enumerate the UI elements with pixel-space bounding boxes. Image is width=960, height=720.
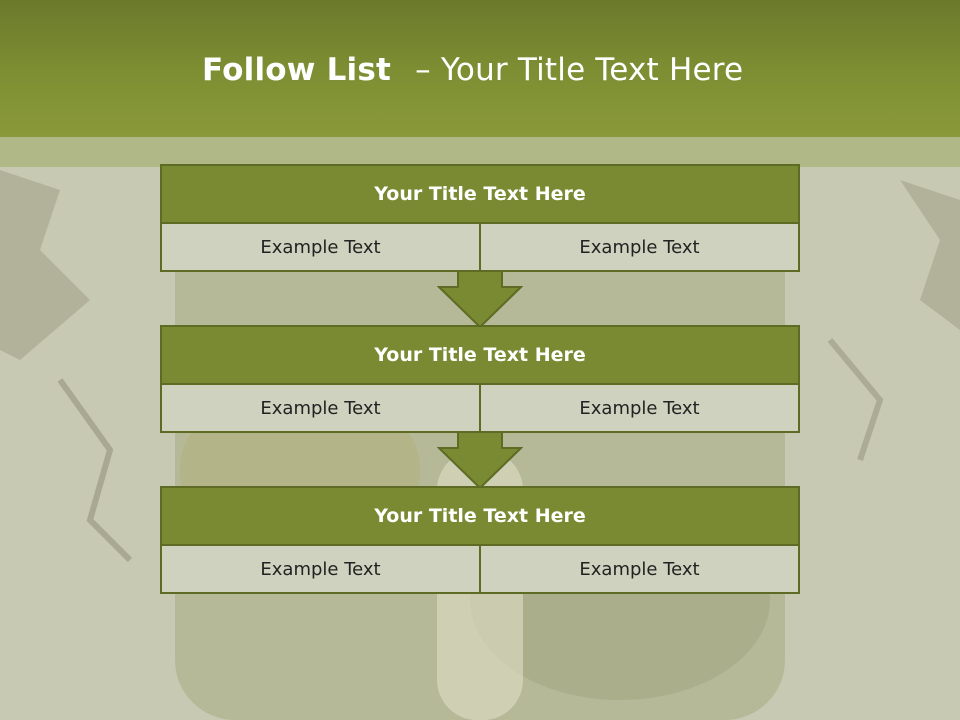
down-arrow-icon bbox=[437, 432, 523, 490]
block-row: Example Text Example Text bbox=[162, 385, 798, 431]
block-title: Your Title Text Here bbox=[162, 166, 798, 224]
block-cell-left: Example Text bbox=[162, 224, 479, 270]
header-bar: Follow List – Your Title Text Here bbox=[0, 0, 960, 137]
header-band bbox=[0, 137, 960, 167]
page-title: Follow List – Your Title Text Here bbox=[202, 52, 743, 88]
list-block-2: Your Title Text Here Example Text Exampl… bbox=[160, 325, 800, 433]
block-cell-right: Example Text bbox=[479, 385, 798, 431]
down-arrow-icon bbox=[437, 271, 523, 329]
block-row: Example Text Example Text bbox=[162, 224, 798, 270]
block-cell-right: Example Text bbox=[479, 224, 798, 270]
block-title: Your Title Text Here bbox=[162, 327, 798, 385]
page-title-rest: – Your Title Text Here bbox=[415, 52, 744, 88]
block-cell-left: Example Text bbox=[162, 546, 479, 592]
block-cell-right: Example Text bbox=[479, 546, 798, 592]
block-title: Your Title Text Here bbox=[162, 488, 798, 546]
block-row: Example Text Example Text bbox=[162, 546, 798, 592]
list-block-3: Your Title Text Here Example Text Exampl… bbox=[160, 486, 800, 594]
page-title-bold: Follow List bbox=[202, 52, 392, 88]
block-cell-left: Example Text bbox=[162, 385, 479, 431]
list-block-1: Your Title Text Here Example Text Exampl… bbox=[160, 164, 800, 272]
